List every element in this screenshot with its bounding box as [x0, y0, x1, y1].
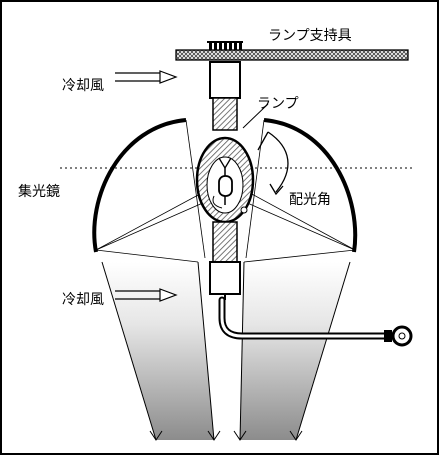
- cooling-air-arrow-bottom: [115, 288, 178, 302]
- reflector-rays: [95, 119, 356, 263]
- lower-lamp-neck: [212, 221, 238, 263]
- lamp-holder-label: ランプ支持具: [268, 28, 352, 44]
- cooling-air-label-top: 冷却風: [62, 78, 104, 94]
- cooling-air-label-bottom: 冷却風: [62, 292, 104, 308]
- lower-socket: [209, 261, 241, 295]
- cable-connector: [384, 330, 392, 342]
- lamp-leader-line: [242, 103, 269, 129]
- lamp-label: ランプ: [257, 96, 299, 112]
- left-light-beam: [102, 262, 214, 440]
- upper-socket: [209, 61, 241, 99]
- lamp-holder-teeth: [209, 42, 242, 50]
- lamp-holder-plate: [175, 49, 409, 61]
- lamp-getter: [240, 206, 248, 214]
- right-light-beam: [240, 262, 350, 440]
- light-angle-label: 配光角: [289, 192, 331, 208]
- beam-arrowheads: [149, 430, 303, 441]
- cooling-air-arrow-top: [115, 70, 178, 84]
- reflector-label: 集光鏡: [18, 183, 60, 200]
- beam-outlines: [101, 261, 351, 441]
- left-reflector: [92, 118, 187, 253]
- light-angle-arc: [267, 131, 289, 193]
- upper-lamp-neck: [212, 97, 238, 131]
- arc-tube: [218, 175, 233, 197]
